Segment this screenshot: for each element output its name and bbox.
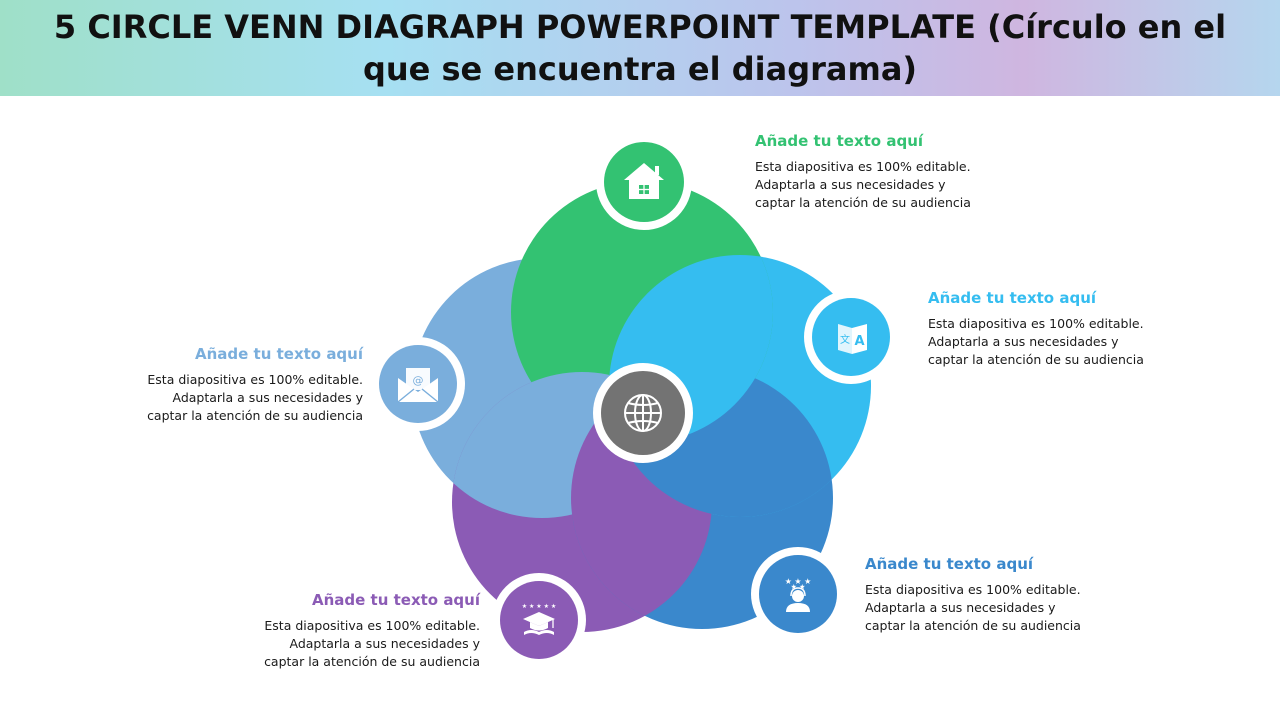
graduation-cap-icon: ★ ★ ★ ★ ★ (522, 603, 557, 635)
email-badge: @ (371, 337, 465, 431)
callout-green: Añade tu texto aquí Esta diapositiva es … (755, 131, 995, 212)
customer-support-icon: ★ ★ ★ ★ ★ (785, 577, 812, 612)
house-badge (596, 134, 692, 230)
email-icon: @ (397, 368, 439, 403)
callout-sky: Añade tu texto aquí Esta diapositiva es … (928, 288, 1168, 369)
callout-purple-line-2: Adaptarla a sus necesidades y (289, 636, 481, 651)
callout-blue-line-2: Adaptarla a sus necesidades y (865, 600, 1056, 615)
callout-green-line-3: captar la atención de su audiencia (755, 195, 971, 210)
support-badge: ★ ★ ★ ★ ★ (751, 547, 845, 641)
svg-text:★ ★: ★ ★ (791, 583, 806, 591)
globe-icon (624, 394, 662, 432)
callout-lightblue-heading: Añade tu texto aquí (194, 345, 363, 363)
callout-sky-line-3: captar la atención de su audiencia (928, 352, 1144, 367)
page-title: 5 CIRCLE VENN DIAGRAPH POWERPOINT TEMPLA… (53, 8, 1227, 88)
house-icon (624, 163, 664, 199)
svg-text:A: A (854, 334, 864, 349)
callout-purple: Añade tu texto aquí Esta diapositiva es … (240, 590, 480, 671)
callout-sky-line-1: Esta diapositiva es 100% editable. (928, 316, 1144, 331)
callout-blue-heading: Añade tu texto aquí (865, 555, 1034, 573)
overlap-sky (609, 255, 773, 443)
svg-text:@: @ (413, 374, 424, 387)
callout-sky-heading: Añade tu texto aquí (928, 289, 1097, 307)
callout-lightblue-line-1: Esta diapositiva es 100% editable. (147, 372, 363, 387)
svg-text:★ ★ ★ ★ ★: ★ ★ ★ ★ ★ (522, 603, 557, 610)
callout-blue-line-1: Esta diapositiva es 100% editable. (865, 582, 1081, 597)
callout-sky-line-2: Adaptarla a sus necesidades y (928, 334, 1119, 349)
callout-purple-line-1: Esta diapositiva es 100% editable. (264, 618, 480, 633)
callout-lightblue: Añade tu texto aquí Esta diapositiva es … (123, 344, 363, 425)
callout-lightblue-line-2: Adaptarla a sus necesidades y (172, 390, 364, 405)
callout-lightblue-line-3: captar la atención de su audiencia (147, 408, 363, 423)
callout-blue: Añade tu texto aquí Esta diapositiva es … (865, 554, 1105, 635)
callout-purple-heading: Añade tu texto aquí (311, 591, 480, 609)
graduation-badge: ★ ★ ★ ★ ★ (492, 573, 586, 667)
callout-green-heading: Añade tu texto aquí (755, 132, 924, 150)
center-badge (593, 363, 693, 463)
translate-icon: A 文 (838, 324, 867, 354)
svg-text:★ ★ ★: ★ ★ ★ (785, 577, 812, 586)
svg-text:文: 文 (840, 333, 850, 346)
callout-green-line-1: Esta diapositiva es 100% editable. (755, 159, 971, 174)
title-bar: 5 CIRCLE VENN DIAGRAPH POWERPOINT TEMPLA… (0, 0, 1280, 96)
callout-purple-line-3: captar la atención de su audiencia (264, 654, 480, 669)
callout-blue-line-3: captar la atención de su audiencia (865, 618, 1081, 633)
translate-badge: A 文 (804, 290, 898, 384)
callout-green-line-2: Adaptarla a sus necesidades y (755, 177, 946, 192)
